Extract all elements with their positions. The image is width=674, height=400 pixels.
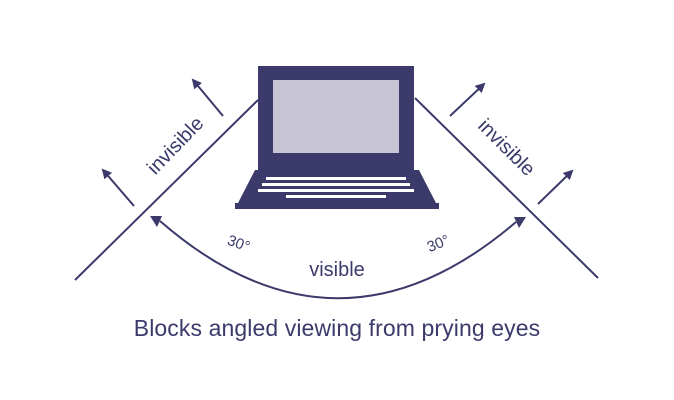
left-invisible-arrows	[101, 78, 224, 207]
right-boundary-line	[414, 97, 599, 279]
invisible-label-left: invisible	[143, 113, 208, 179]
right-arrow-upper	[449, 82, 486, 117]
invisible-label-right: invisible	[473, 115, 539, 181]
right-invisible-arrows	[449, 82, 574, 205]
left-arrow-upper	[191, 78, 224, 117]
laptop-icon	[235, 66, 439, 209]
caption-text: Blocks angled viewing from prying eyes	[133, 315, 541, 341]
left-arrow-lower	[101, 168, 135, 207]
left-boundary-line	[74, 99, 259, 281]
visible-arc-arrowhead-right	[514, 217, 526, 228]
angle-label-left: 30°	[225, 232, 252, 256]
visible-arc-arrowhead-left	[150, 216, 162, 227]
laptop-keyboard	[258, 177, 414, 198]
right-arrow-lower	[537, 169, 574, 205]
laptop-base	[238, 170, 436, 203]
laptop-front-edge	[235, 203, 439, 209]
angle-label-right: 30°	[425, 232, 452, 256]
visible-label: visible	[309, 259, 365, 281]
laptop-screen	[273, 80, 399, 153]
visible-arc	[159, 220, 517, 300]
